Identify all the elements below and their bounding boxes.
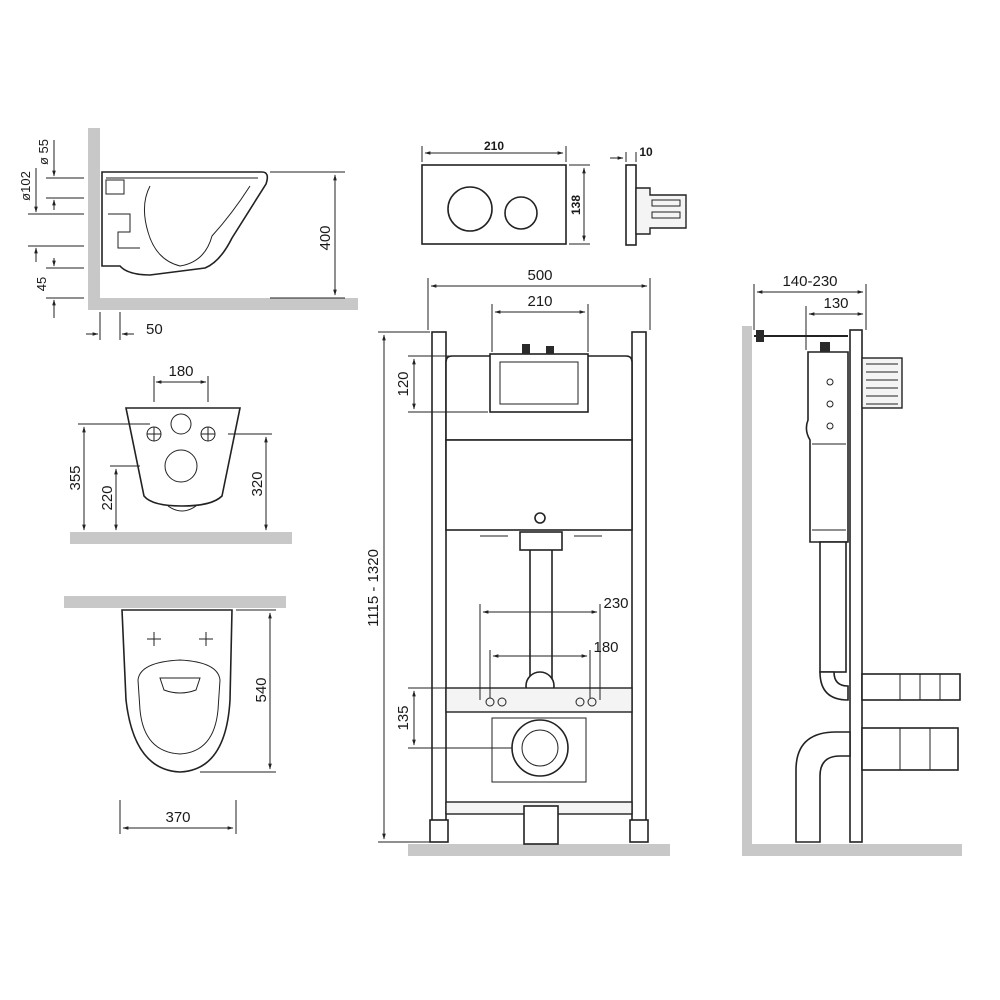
- flush-opening: [489, 353, 589, 413]
- frame-side-view: 140-230 130: [742, 273, 962, 856]
- flush-plate-front: 210 138: [421, 139, 590, 245]
- dim-500-label: 500: [527, 267, 552, 284]
- dim-10-label: 10: [639, 145, 653, 159]
- dim-138-label: 138: [569, 195, 583, 215]
- flush-plate: [421, 164, 567, 245]
- side-frame-wall: [742, 326, 752, 854]
- dim-135-label: 135: [395, 705, 412, 730]
- dim-50-label: 50: [146, 321, 163, 338]
- frame-front-view: 500 210 120 1115 - 1320 230 180 135: [365, 267, 670, 856]
- frame-post-left: [431, 331, 447, 839]
- side-floor: [88, 298, 358, 310]
- dim-230-label: 230: [603, 595, 628, 612]
- side-flush-mechanism: [861, 357, 903, 409]
- dim-45-label: 45: [34, 277, 49, 291]
- dim-210-frame-label: 210: [527, 293, 552, 310]
- wc-outlet: [105, 179, 125, 195]
- cistern-cap: [534, 512, 546, 524]
- dim-400-label: 400: [317, 225, 334, 250]
- wc-inlet-lines: [108, 213, 140, 249]
- wc-bowl-inner: [144, 185, 251, 267]
- flush-button-small: [504, 196, 538, 230]
- dim-55-label: ø 55: [36, 139, 51, 165]
- wc-front-view: 180 355 220 320: [67, 363, 292, 544]
- frame-floor: [408, 844, 670, 856]
- dim-120-label: 120: [395, 371, 412, 396]
- drain-outlet: [511, 719, 569, 777]
- dim-180-frame-label: 180: [593, 639, 618, 656]
- dim-height-range-label: 1115 - 1320: [365, 549, 382, 627]
- front-floor: [70, 532, 292, 544]
- dim-370-label: 370: [165, 809, 190, 826]
- dim-210-plate-label: 210: [484, 139, 504, 153]
- side-frame-floor: [742, 844, 962, 856]
- side-wall: [88, 128, 100, 310]
- wc-bowl-side: [101, 171, 269, 276]
- dim-180-front-label: 180: [168, 363, 193, 380]
- flush-button-large: [447, 186, 493, 232]
- inlet-hole: [170, 413, 192, 435]
- side-drain-elbow: [795, 731, 851, 843]
- flush-plate-side: 10: [610, 145, 687, 246]
- side-inlet-connector: [861, 673, 961, 701]
- wc-rim-inner: [137, 659, 221, 755]
- dim-220-label: 220: [99, 485, 116, 510]
- wc-back-plate: [125, 407, 241, 507]
- dim-140-230-label: 140-230: [782, 273, 837, 290]
- flush-pipe: [529, 547, 553, 679]
- dim-130-label: 130: [823, 295, 848, 312]
- wc-bowl-top: [121, 609, 233, 773]
- plate-mechanism: [635, 187, 687, 235]
- wc-top-view: 540 370: [64, 596, 286, 834]
- plate-side-profile: [625, 164, 637, 246]
- side-frame-post: [849, 329, 863, 843]
- outlet-hole: [164, 449, 198, 483]
- dim-102-label: ø102: [18, 171, 33, 201]
- top-wall: [64, 596, 286, 608]
- frame-post-right: [631, 331, 647, 839]
- dim-320-label: 320: [249, 471, 266, 496]
- wc-side-view: 400 ø 55 ø102 45 50: [18, 128, 358, 340]
- dim-540-label: 540: [253, 677, 270, 702]
- stud-rail: [445, 687, 633, 713]
- side-flush-pipe: [819, 541, 847, 673]
- side-drain-connector: [861, 727, 959, 771]
- dim-355-label: 355: [67, 465, 84, 490]
